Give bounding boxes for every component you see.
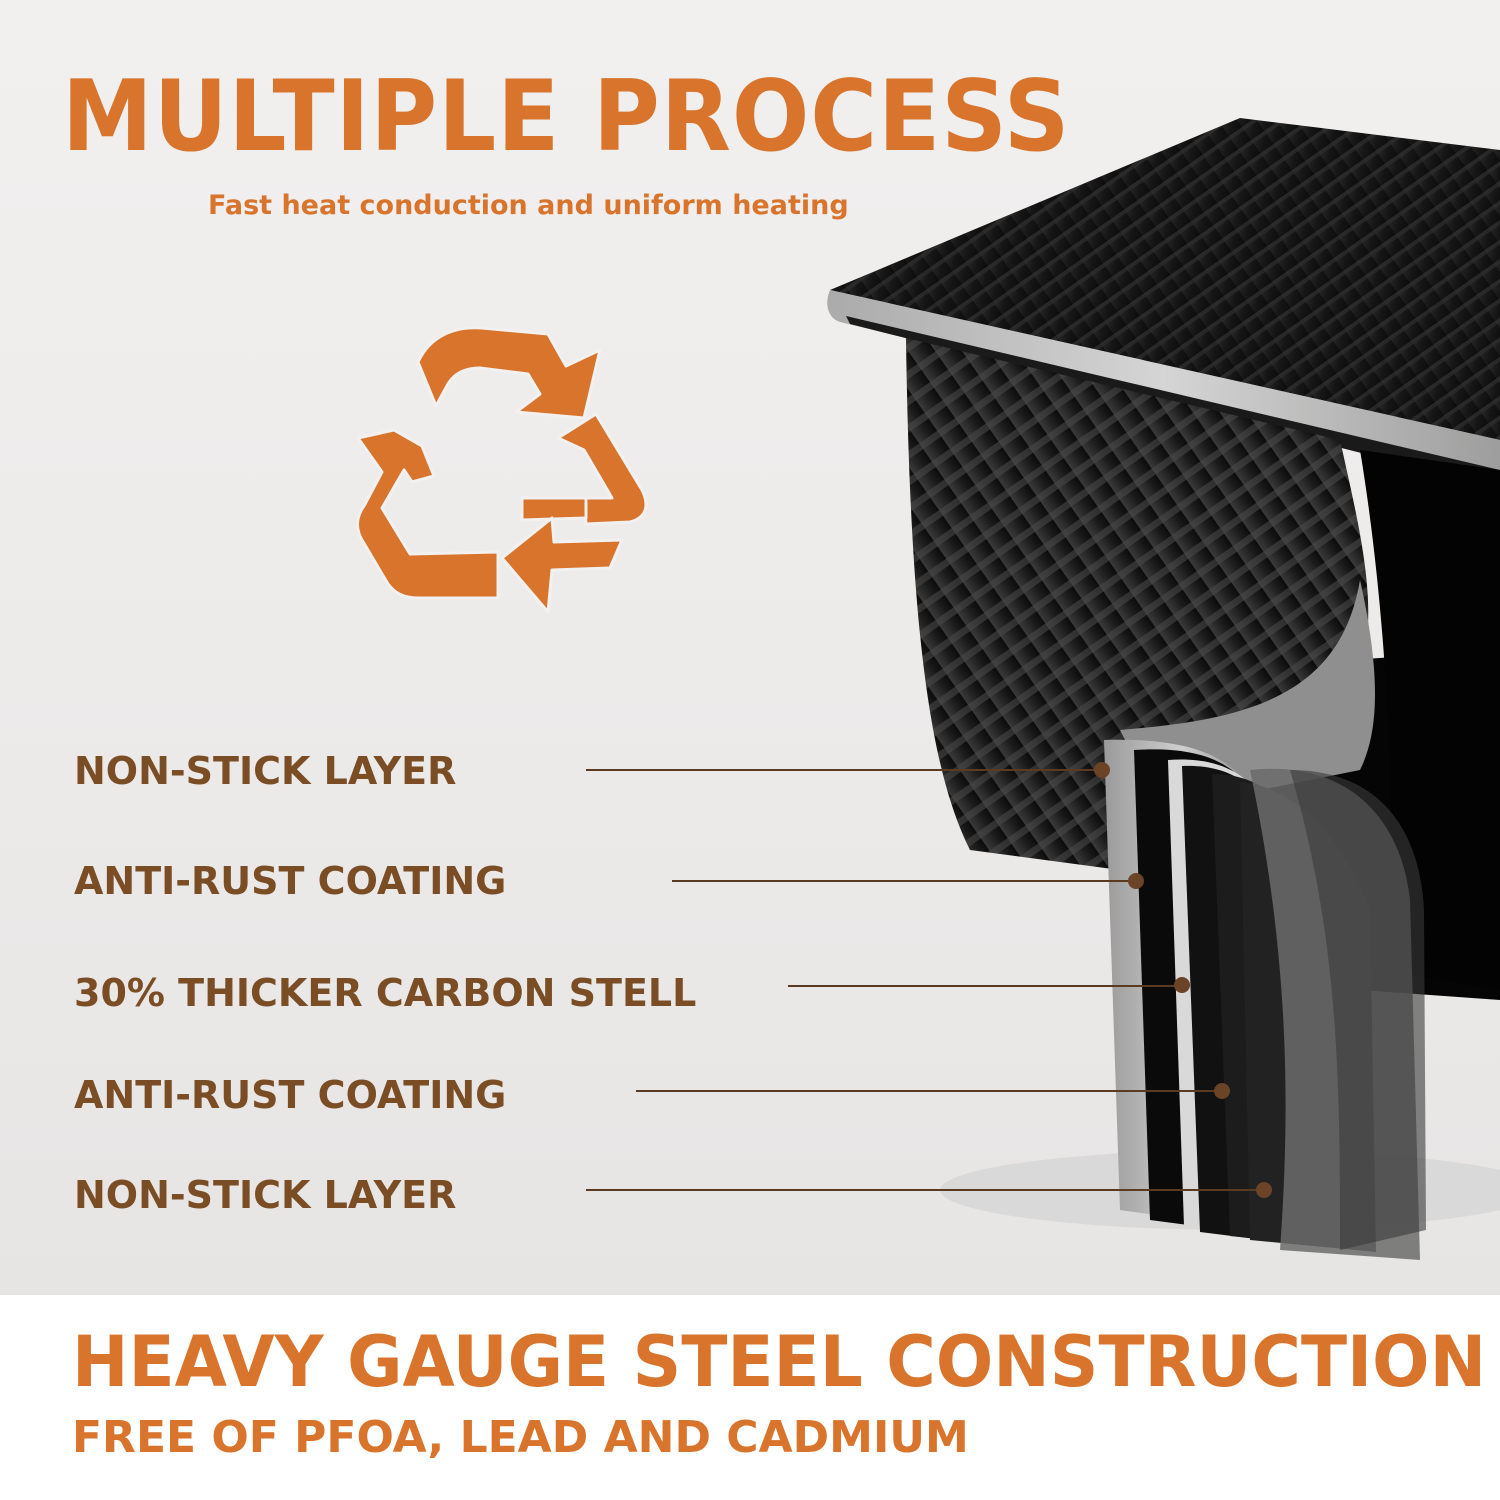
loaf-pan-image (827, 118, 1500, 1260)
leader-dot (1094, 762, 1110, 778)
layer-label-carbon-steel: 30% THICKER CARBON STELL (74, 971, 697, 1015)
recycle-icon (356, 326, 648, 614)
leader-line (788, 985, 1182, 987)
leader-line (586, 1189, 1264, 1191)
leader-dot (1256, 1182, 1272, 1198)
layer-label-anti-rust-top: ANTI-RUST COATING (74, 859, 507, 903)
subheadline: Fast heat conduction and uniform heating (208, 190, 849, 221)
leader-line (586, 769, 1102, 771)
leader-line (636, 1090, 1222, 1092)
leader-dot (1128, 873, 1144, 889)
layer-label-non-stick-top: NON-STICK LAYER (74, 749, 457, 793)
leader-dot (1214, 1083, 1230, 1099)
footer-title: HEAVY GAUGE STEEL CONSTRUCTION (72, 1321, 1487, 1403)
headline: MULTIPLE PROCESS (62, 60, 1071, 174)
footer-panel (0, 1295, 1500, 1500)
leader-dot (1174, 977, 1190, 993)
leader-line (672, 880, 1138, 882)
footer-subtitle: FREE OF PFOA, LEAD AND CADMIUM (72, 1412, 969, 1463)
layer-label-non-stick-bottom: NON-STICK LAYER (74, 1173, 457, 1217)
layer-label-anti-rust-bottom: ANTI-RUST COATING (74, 1073, 507, 1117)
